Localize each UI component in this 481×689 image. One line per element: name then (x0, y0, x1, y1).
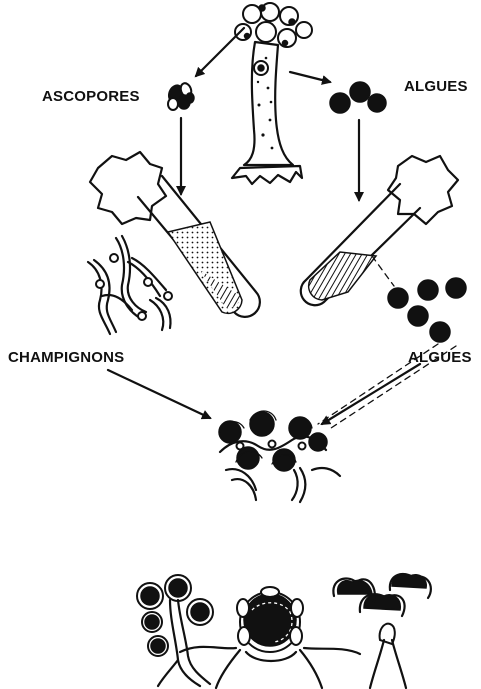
arrows-down (181, 118, 359, 200)
ascospores-cluster (166, 82, 194, 110)
contact-detail-middle (216, 587, 322, 688)
contact-detail-right (333, 574, 431, 688)
lichen-podetium (232, 3, 312, 184)
contact-detail-left (137, 575, 213, 686)
label-algues-top: ALGUES (404, 78, 468, 95)
label-ascospores: ASCOPORES (42, 88, 140, 105)
fungal-hyphae (88, 236, 172, 334)
algae-right (388, 278, 466, 342)
algae-top (330, 82, 386, 113)
label-champignons: CHAMPIGNONS (8, 349, 124, 366)
label-algues-bottom: ALGUES (408, 349, 472, 366)
